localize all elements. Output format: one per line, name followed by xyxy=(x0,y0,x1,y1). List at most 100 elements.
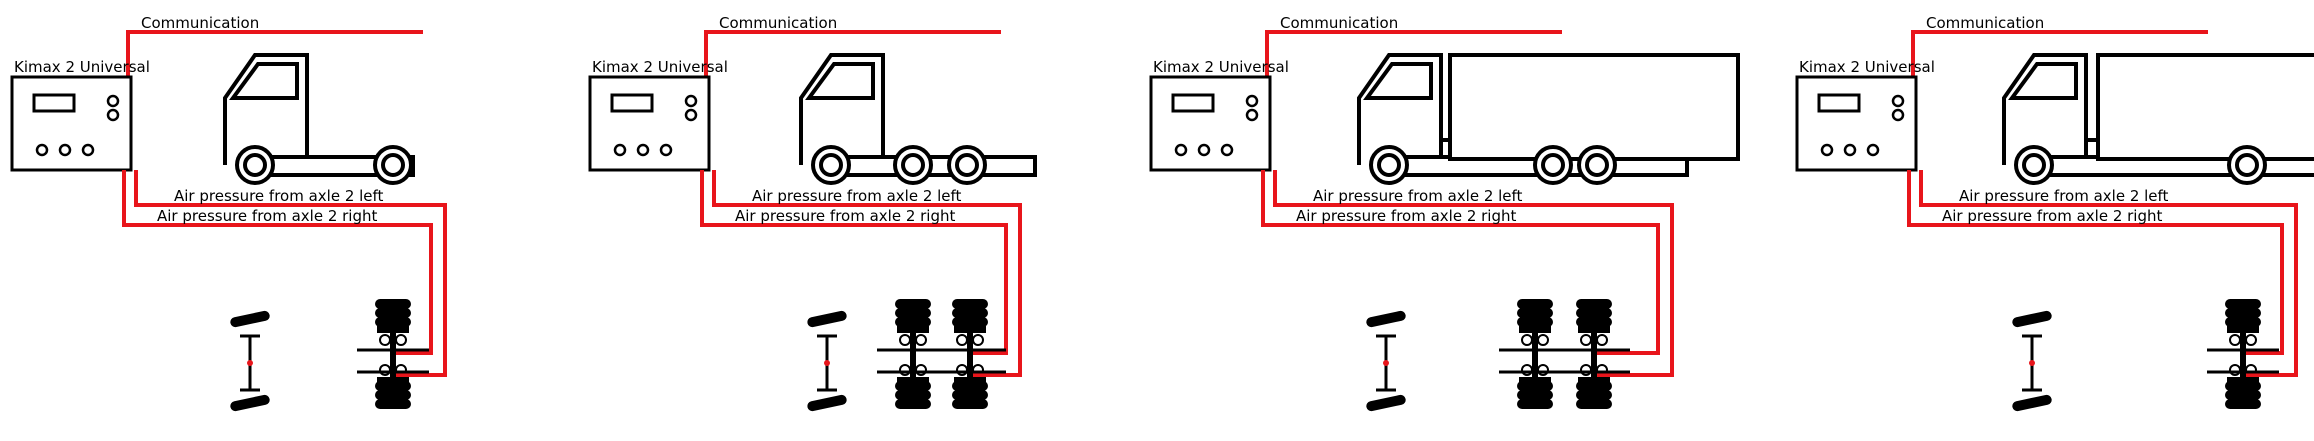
tire-outline xyxy=(893,145,933,185)
cab-window xyxy=(1363,62,1433,100)
air-line-left xyxy=(1919,170,2298,377)
vehicle-truck-2-axle-box xyxy=(2002,53,2314,185)
tire xyxy=(895,399,931,409)
kimax-indicator xyxy=(684,108,698,122)
tire xyxy=(1576,399,1612,409)
axle-shaft xyxy=(2240,322,2246,390)
hub xyxy=(1377,153,1401,177)
communication-label: Communication xyxy=(1926,14,2044,32)
air-line-right xyxy=(1907,170,2284,355)
communication-label: Communication xyxy=(719,14,837,32)
valve xyxy=(899,334,911,346)
kimax-indicator xyxy=(684,94,698,108)
hub xyxy=(955,153,979,177)
communication-label: Communication xyxy=(141,14,259,32)
wheel xyxy=(2014,145,2054,185)
drive-axle xyxy=(2225,299,2261,409)
tire xyxy=(952,299,988,309)
kimax-label: Kimax 2 Universal xyxy=(1153,58,1289,76)
wheel xyxy=(947,145,987,185)
tire xyxy=(1517,308,1553,318)
vehicle-truck-3-axle-box xyxy=(1357,53,1740,185)
air-left-label: Air pressure from axle 2 left xyxy=(1313,187,1523,205)
steer-axle xyxy=(2012,310,2052,412)
kimax-display xyxy=(610,93,654,113)
kimax-button xyxy=(1197,143,1211,157)
steer-wheel-top xyxy=(1366,310,1406,328)
kimax-indicator xyxy=(106,108,120,122)
wheel xyxy=(893,145,933,185)
kimax-box xyxy=(588,75,711,172)
tire-outline xyxy=(811,145,851,185)
cab-body xyxy=(799,53,885,165)
cargo-box xyxy=(2096,53,2314,161)
drive-axle xyxy=(895,299,931,409)
wheel xyxy=(1577,145,1617,185)
kimax-display xyxy=(1171,93,1215,113)
steer-axle xyxy=(1366,310,1406,412)
valve xyxy=(395,334,407,346)
hub xyxy=(243,153,267,177)
kimax-button xyxy=(659,143,673,157)
steer-wheel-bottom xyxy=(230,394,270,412)
kimax-indicator xyxy=(1245,94,1259,108)
tire-outline xyxy=(235,145,275,185)
air-right-label: Air pressure from axle 2 right xyxy=(735,207,956,225)
valve xyxy=(915,334,927,346)
tire-outline xyxy=(2227,145,2267,185)
kimax-button xyxy=(636,143,650,157)
drive-axle xyxy=(375,299,411,409)
kimax-button xyxy=(58,143,72,157)
communication-line xyxy=(126,30,423,77)
vehicle-tractor-3-axle xyxy=(799,53,1037,185)
kimax-box xyxy=(1795,75,1918,172)
kimax-indicator xyxy=(1891,94,1905,108)
tire xyxy=(375,399,411,409)
kimax-label: Kimax 2 Universal xyxy=(1799,58,1935,76)
kimax-display xyxy=(1817,93,1861,113)
valve xyxy=(972,334,984,346)
kimax-box xyxy=(1149,75,1272,172)
tire xyxy=(952,308,988,318)
wheel xyxy=(1369,145,1409,185)
air-line-left xyxy=(712,170,1022,377)
air-line-right xyxy=(1261,170,1660,355)
drive-axle xyxy=(952,299,988,409)
tire xyxy=(1517,399,1553,409)
kimax-button xyxy=(613,143,627,157)
steer-wheel-top xyxy=(230,310,270,328)
vehicle-tractor-2-axle xyxy=(223,53,415,185)
air-right-label: Air pressure from axle 2 right xyxy=(157,207,378,225)
kimax-button xyxy=(1220,143,1234,157)
kimax-indicator xyxy=(1891,108,1905,122)
air-line-left xyxy=(134,170,447,377)
steer-axle xyxy=(807,310,847,412)
wheel xyxy=(235,145,275,185)
steer-wheel-bottom xyxy=(2012,394,2052,412)
hub xyxy=(2022,153,2046,177)
wheel xyxy=(373,145,413,185)
air-left-label: Air pressure from axle 2 left xyxy=(174,187,384,205)
tire xyxy=(375,390,411,400)
valve xyxy=(2245,334,2257,346)
air-line-left xyxy=(1273,170,1674,377)
tire xyxy=(2225,299,2261,309)
valve xyxy=(379,334,391,346)
steer-wheel-top xyxy=(2012,310,2052,328)
tire xyxy=(1576,299,1612,309)
valve xyxy=(956,334,968,346)
kimax-unit: Kimax 2 Universal xyxy=(1149,58,1289,172)
tire xyxy=(1576,308,1612,318)
kimax-unit: Kimax 2 Universal xyxy=(10,58,150,172)
cab-window xyxy=(229,62,299,100)
steer-sensor-dot xyxy=(2029,360,2035,366)
kimax-indicator xyxy=(1245,108,1259,122)
kimax-button xyxy=(81,143,95,157)
air-left-label: Air pressure from axle 2 left xyxy=(752,187,962,205)
kimax-button xyxy=(1174,143,1188,157)
steer-wheel-top xyxy=(807,310,847,328)
kimax-unit: Kimax 2 Universal xyxy=(588,58,728,172)
chassis xyxy=(845,155,1037,177)
